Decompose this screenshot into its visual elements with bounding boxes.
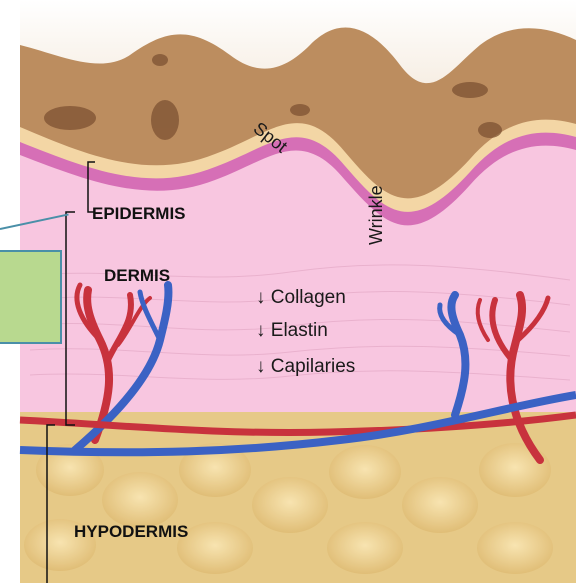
capilaries-label: ↓ Capilaries bbox=[256, 356, 355, 378]
dermis-label: DERMIS bbox=[104, 266, 170, 286]
elastin-label: ↓ Elastin bbox=[256, 320, 328, 342]
epidermis-label: EPIDERMIS bbox=[92, 204, 186, 224]
callout-box bbox=[0, 250, 62, 344]
collagen-label: ↓ Collagen bbox=[256, 287, 346, 309]
wrinkle-label: Wrinkle bbox=[366, 185, 387, 245]
hypodermis-label: HYPODERMIS bbox=[74, 522, 188, 542]
